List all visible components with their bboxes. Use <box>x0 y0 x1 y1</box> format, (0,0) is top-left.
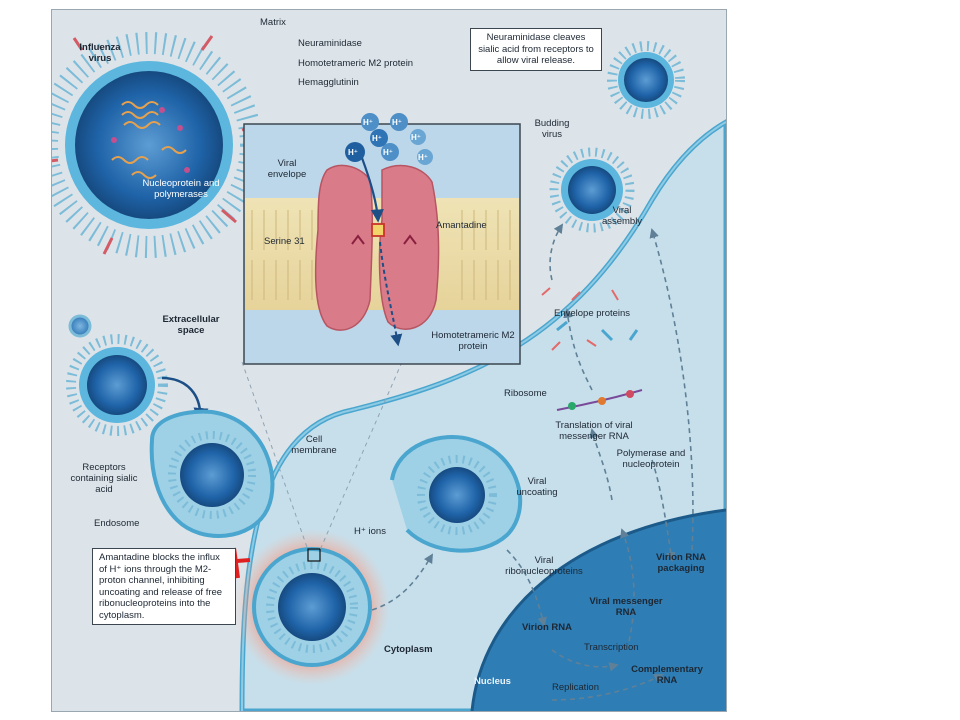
callout-amantadine-text: Amantadine blocks the influx of H⁺ ions … <box>99 552 223 621</box>
lipid-tails <box>251 210 511 300</box>
influenza-lifecycle-diagram: H⁺ H⁺ H⁺ H⁺ H⁺ H⁺ H⁺ Influenza virus Mat… <box>51 9 727 712</box>
label-translation: Translation of viral messenger RNA <box>555 420 633 442</box>
diagram-artwork <box>52 10 726 711</box>
label-budding-virus: Budding virus <box>534 118 570 140</box>
label-endosome: Endosome <box>94 518 140 529</box>
amantadine-molecule <box>371 223 385 237</box>
proton-label-2: H⁺ <box>363 118 373 127</box>
label-virion-rna: Virion RNA <box>522 622 572 633</box>
label-cytoplasm: Cytoplasm <box>384 644 433 655</box>
proton-flow-arrow <box>360 157 384 223</box>
m2-subunit-right <box>378 164 440 330</box>
nuclear-envelope <box>470 508 726 711</box>
label-neuraminidase: Neuraminidase <box>298 38 362 49</box>
label-hemagglutinin: Hemagglutinin <box>298 77 359 88</box>
label-complementary-rna: Complementary RNA <box>631 664 703 686</box>
uncoating-vesicle <box>390 434 523 553</box>
label-viral-messenger-rna: Viral messenger RNA <box>589 596 663 618</box>
acidified-endosome <box>234 529 390 685</box>
label-m2-protein-inset: Homotetrameric M2 protein <box>431 330 515 352</box>
callout-amantadine: Amantadine blocks the influx of H⁺ ions … <box>92 548 236 625</box>
virus-attaching <box>66 334 168 436</box>
label-m2-protein: Homotetrameric M2 protein <box>298 58 414 69</box>
label-virion-rna-packaging: Virion RNA packaging <box>656 552 706 574</box>
proton-label-6: H⁺ <box>411 133 421 142</box>
proton-flow-arrow-dashed <box>379 241 403 347</box>
label-cell-membrane: Cell membrane <box>291 434 337 456</box>
callout-neuraminidase: Neuraminidase cleaves sialic acid from r… <box>470 28 602 71</box>
label-viral-uncoating: Viral uncoating <box>516 476 558 498</box>
envelope-protein-glyphs <box>541 287 619 351</box>
label-ribosome: Ribosome <box>504 388 547 399</box>
budding-virus <box>549 147 635 233</box>
label-viral-ribonucleoproteins: Viral ribonucleoproteins <box>505 555 583 577</box>
label-viral-envelope: Viral envelope <box>267 158 307 180</box>
label-influenza-virus: Influenza virus <box>79 42 121 64</box>
m2-subunit-left <box>314 164 374 331</box>
label-h-ions: H⁺ ions <box>354 526 386 537</box>
budding-released-virus <box>607 41 685 119</box>
proton-label-7: H⁺ <box>418 153 428 162</box>
label-polymerase: Polymerase and nucleoprotein <box>616 448 686 470</box>
proton-label-5: H⁺ <box>372 134 382 143</box>
pathway-arrows <box>371 223 694 701</box>
endosome-vesicle <box>149 409 275 538</box>
label-serine-31: Serine 31 <box>264 236 305 247</box>
label-nucleoprotein: Nucleoprotein and polymerases <box>142 178 220 200</box>
label-nucleus: Nucleus <box>474 676 511 687</box>
label-amantadine: Amantadine <box>436 220 487 231</box>
proton-ions <box>345 113 433 165</box>
inset-leader-lines <box>241 361 403 551</box>
small-virion-left <box>68 314 92 338</box>
serine-residue-right <box>403 234 417 245</box>
envelope-protein-glyphs-blue <box>556 320 639 342</box>
label-transcription: Transcription <box>584 642 639 653</box>
proton-label-4: H⁺ <box>383 148 393 157</box>
m2-channel-inset <box>243 123 521 365</box>
nucleus-region <box>472 510 726 711</box>
label-matrix: Matrix <box>260 17 286 28</box>
label-envelope-proteins: Envelope proteins <box>554 308 631 319</box>
callout-neuraminidase-text: Neuraminidase cleaves sialic acid from r… <box>478 32 594 66</box>
label-extracellular-space: Extracellular space <box>162 314 220 336</box>
serine-residue-left <box>351 234 365 245</box>
label-replication: Replication <box>552 682 599 693</box>
proton-label-1: H⁺ <box>348 148 358 157</box>
label-receptors: Receptors containing sialic acid <box>70 462 138 495</box>
cell-membrane-line <box>241 121 726 711</box>
label-viral-assembly: Viral assembly <box>601 205 643 227</box>
ribosome-strand <box>556 389 643 411</box>
proton-label-3: H⁺ <box>392 118 402 127</box>
